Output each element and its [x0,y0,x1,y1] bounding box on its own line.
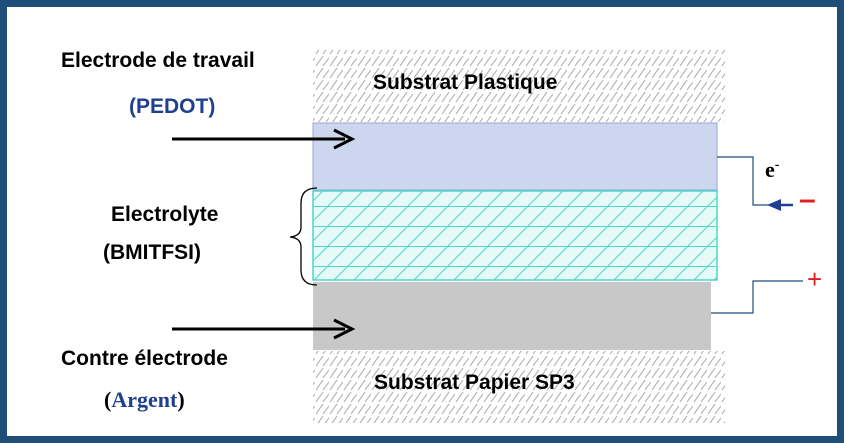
paper-substrate [313,351,725,423]
plastic-substrate-label: Substrat Plastique [373,71,558,94]
electron-charge: - [774,157,780,173]
electron-label: e- [765,157,779,183]
negative-wire [717,156,793,211]
electrolyte-label: Electrolyte [111,203,219,226]
electrolyte-hatch [313,191,717,280]
working-electrode-arrow [172,128,356,150]
counter-electrode-material: (Argent) [104,387,185,413]
pedot-layer [312,122,718,191]
cell-diagram [172,50,803,423]
negative-terminal: – [799,183,816,216]
paren-close: ) [177,387,185,412]
paren-open: ( [104,387,112,412]
plastic-substrate [313,50,725,122]
working-electrode-material: (PEDOT) [129,95,216,118]
electrolyte-brace [289,187,318,286]
counter-electrode-arrow [172,318,356,340]
counter-electrode-material-name: Argent [111,387,178,412]
electrolyte-material: (BMITFSI) [103,241,201,264]
positive-wire [711,280,803,314]
silver-layer [313,282,711,350]
paper-substrate-label: Substrat Papier SP3 [374,371,575,394]
electron-symbol: e [765,157,775,182]
working-electrode-label: Electrode de travail [61,49,255,72]
positive-terminal: + [807,264,823,294]
counter-electrode-label: Contre électrode [61,347,228,370]
